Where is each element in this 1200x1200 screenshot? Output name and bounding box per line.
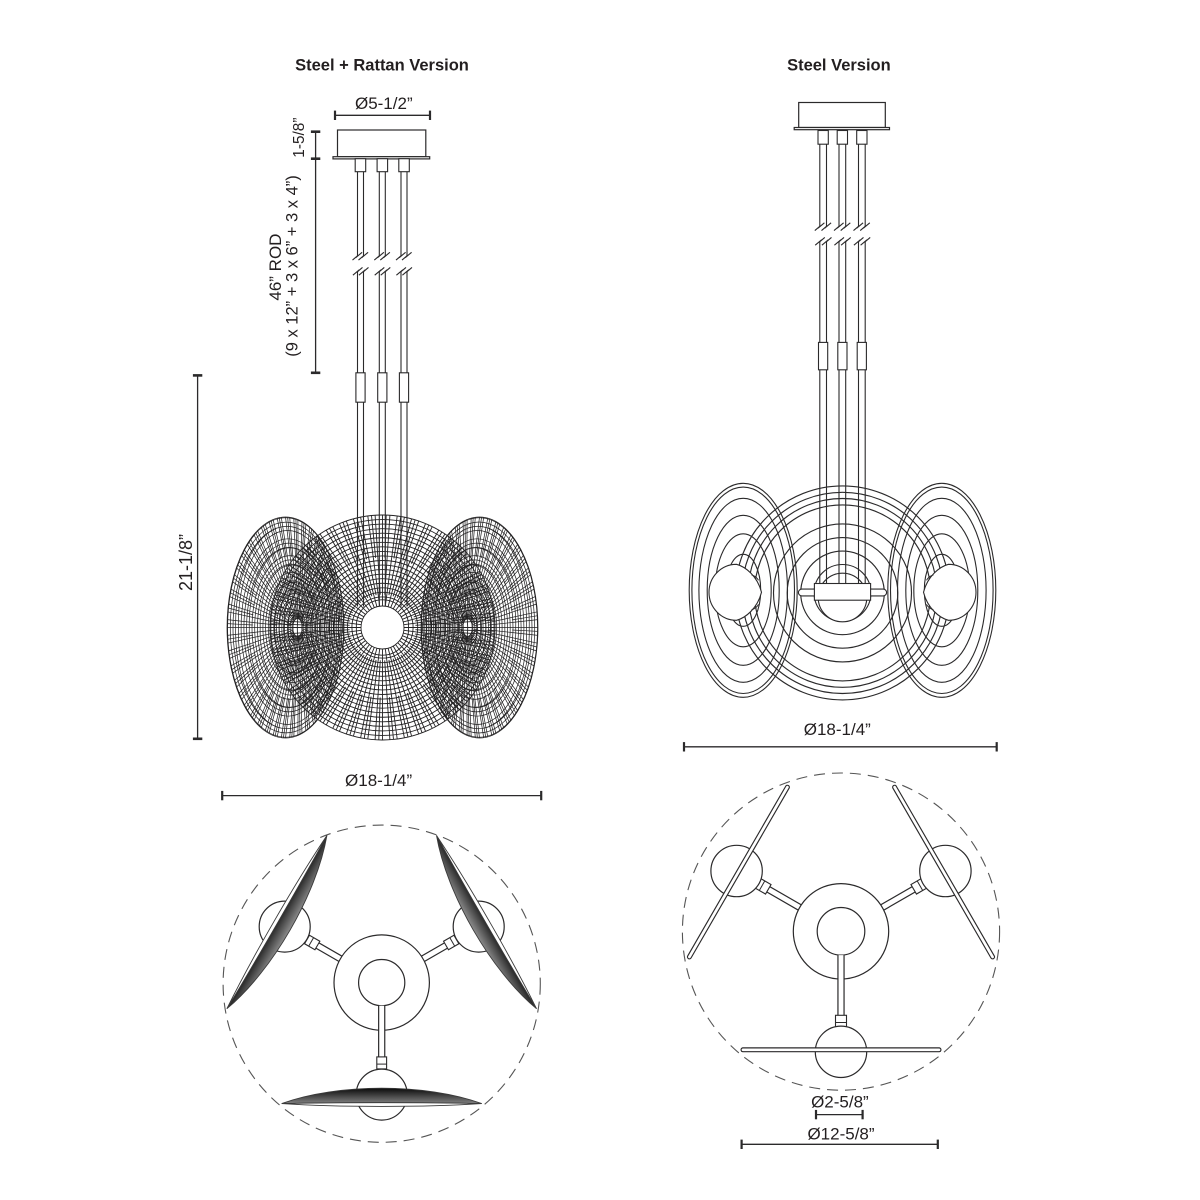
- svg-text:21-1/8”: 21-1/8”: [176, 534, 196, 591]
- svg-text:Ø12-5/8”: Ø12-5/8”: [807, 1125, 874, 1144]
- svg-text:Steel + Rattan Version: Steel + Rattan Version: [295, 57, 469, 75]
- svg-text:46” ROD: 46” ROD: [266, 234, 285, 301]
- svg-text:Ø18-1/4”: Ø18-1/4”: [345, 771, 412, 790]
- svg-text:Steel Version: Steel Version: [787, 57, 891, 75]
- svg-text:(9 x 12” + 3 x 6” + 3 x 4”): (9 x 12” + 3 x 6” + 3 x 4”): [284, 175, 302, 357]
- svg-text:Ø2-5/8”: Ø2-5/8”: [811, 1093, 869, 1112]
- svg-text:1-5/8”: 1-5/8”: [291, 117, 308, 157]
- svg-text:Ø5-1/2”: Ø5-1/2”: [355, 94, 413, 113]
- svg-text:Ø18-1/4”: Ø18-1/4”: [804, 720, 871, 739]
